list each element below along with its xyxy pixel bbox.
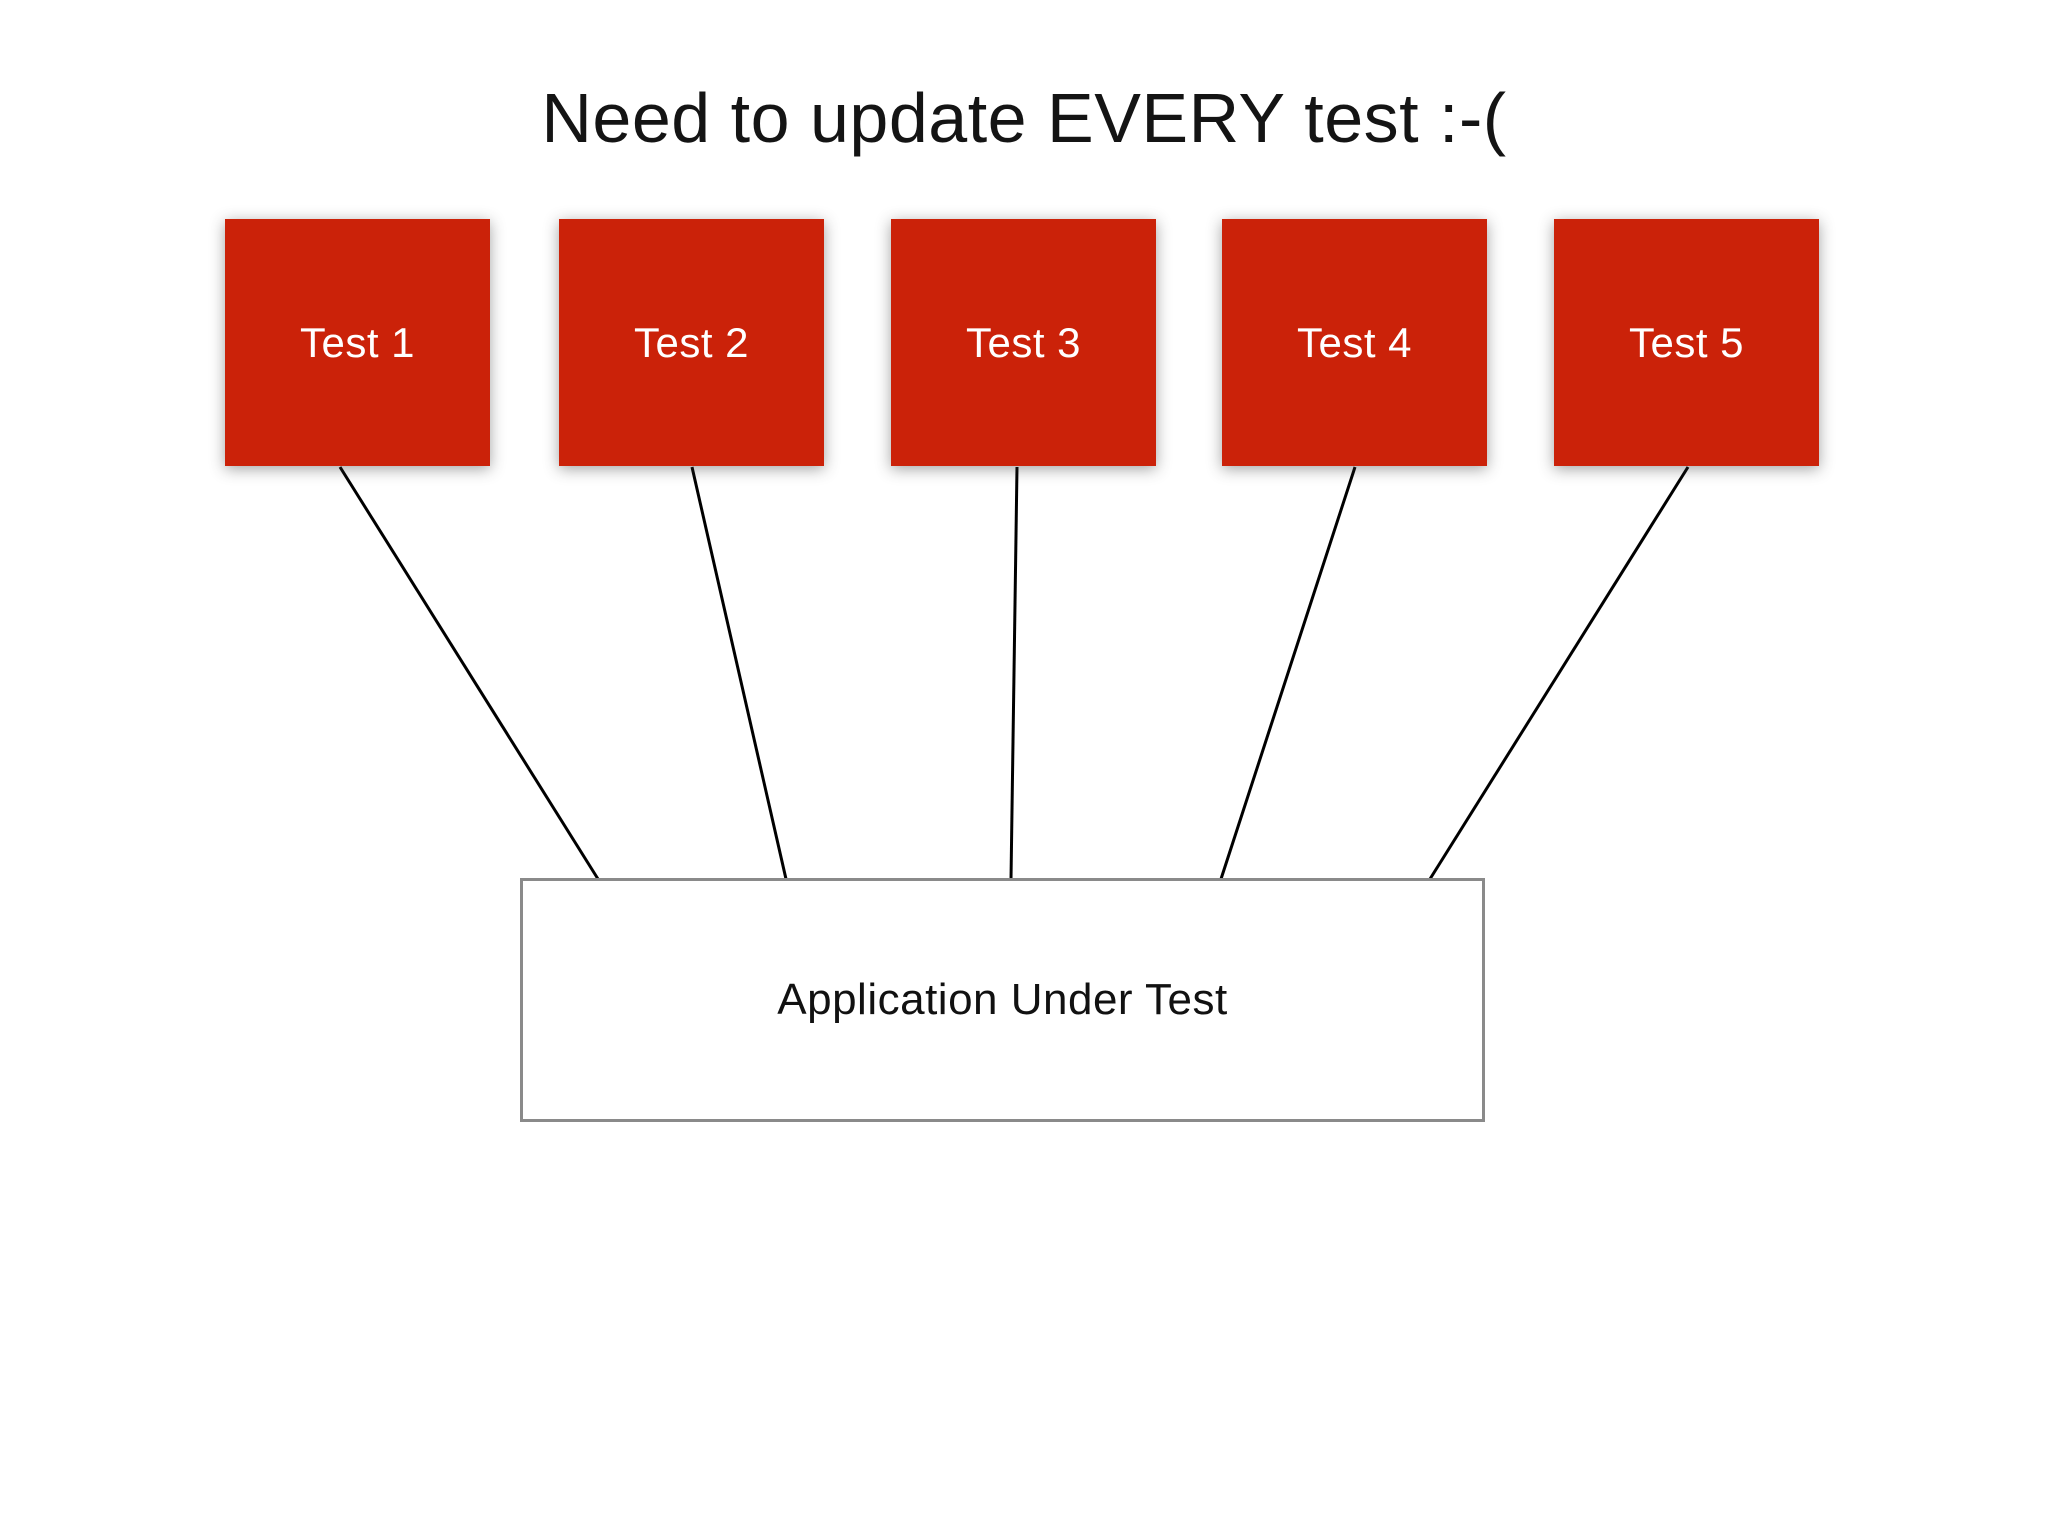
test-box-4-label: Test 4: [1296, 318, 1413, 366]
test-box-1: Test 1: [225, 219, 490, 466]
connector-line-test3: [1009, 466, 1019, 880]
connector-line-test5: [1428, 466, 1690, 880]
test-box-5: Test 5: [1554, 219, 1819, 466]
test-box-3: Test 3: [891, 219, 1156, 466]
application-under-test-box: Application Under Test: [520, 878, 1485, 1122]
connector-line-test1: [338, 466, 600, 880]
slide-title: Need to update EVERY test :-(: [541, 79, 1507, 157]
connector-line-test2: [690, 466, 788, 880]
application-under-test-label: Application Under Test: [777, 975, 1228, 1024]
test-box-2: Test 2: [559, 219, 824, 466]
connector-line-test4: [1219, 466, 1357, 880]
test-box-5-label: Test 5: [1628, 318, 1745, 366]
test-box-1-label: Test 1: [299, 318, 416, 366]
test-box-3-label: Test 3: [965, 318, 1082, 366]
test-box-2-label: Test 2: [633, 318, 750, 366]
test-box-4: Test 4: [1222, 219, 1487, 466]
